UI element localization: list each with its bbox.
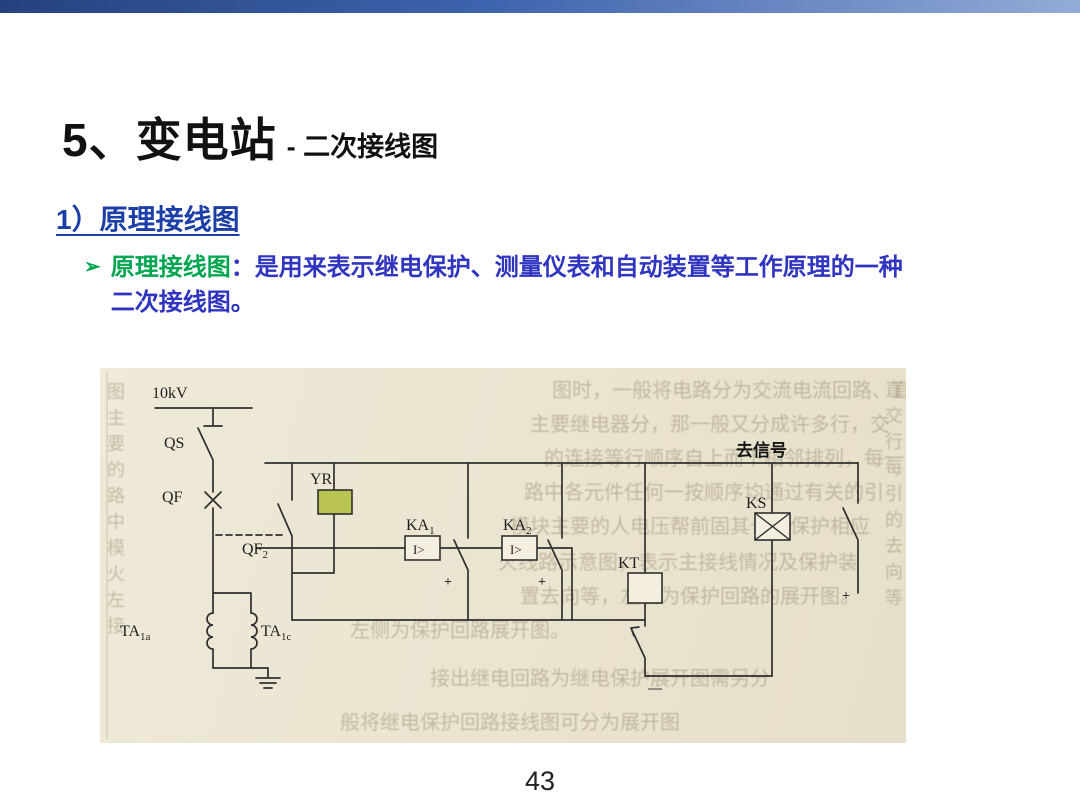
circuit-diagram: 10kV QS QF QF2 YR KA1 KA2 I> I> KT KS TA… <box>106 372 859 739</box>
qf-breaker-symbol <box>204 485 222 614</box>
ghost-text-line: 图时，一般将电路分为交流电流回路、直 <box>552 380 906 402</box>
bullet-term: 原理接线图 <box>110 254 231 281</box>
qf2-aux-contact <box>277 462 293 621</box>
plus-mark-ka1: + <box>444 575 452 590</box>
ct-ta1c-coil <box>250 612 258 669</box>
ta1c-label: TA1c <box>261 623 292 643</box>
title-main: 5、变电站 <box>62 114 277 166</box>
scanned-circuit-figure: 图时，一般将电路分为交流电流回路、直 主要继电器分，那一般又分成许多行，交 的连… <box>100 368 906 743</box>
signal-contact <box>842 462 859 594</box>
title-subtitle: - 二次接线图 <box>286 132 439 162</box>
yr-label: YR <box>310 471 333 488</box>
ghost-text-line: 般将继电保护回路接线图可分为展开图 <box>340 712 680 734</box>
top-accent-bar <box>0 0 1080 13</box>
kt-label: KT <box>618 555 640 572</box>
ks-box <box>754 512 791 541</box>
ta1a-label: TA1a <box>120 623 151 643</box>
ka1-label: KA1 <box>406 517 435 537</box>
ghost-text-line: 主要继电器分，那一般又分成许多行，交 <box>530 414 890 436</box>
page-number: 43 <box>524 766 556 796</box>
ghost-text-line: 火线路示意图，表示主接线情况及保护装 <box>498 552 858 574</box>
ka1-overcurrent-symbol: I> <box>413 542 425 557</box>
voltage-label: 10kV <box>152 385 188 402</box>
ks-label: KS <box>746 495 766 512</box>
bullet-text: 原理接线图：是用来表示继电保护、测量仪表和自动装置等工作原理的一种二次接线图。 <box>111 250 908 320</box>
ka2-box <box>501 535 538 561</box>
yr-coil-box <box>317 489 353 515</box>
circuit-wires <box>154 407 859 689</box>
kt-box <box>627 572 663 604</box>
section-heading: 1）原理接线图 <box>56 204 240 235</box>
ghost-text-line: 路中各元件任何一按顺序均通过有关的引 <box>524 482 884 504</box>
ka1-contact <box>453 462 469 621</box>
qf2-label: QF2 <box>242 541 268 561</box>
ks-cross-icon <box>754 512 791 541</box>
bullet-arrow-icon: ➢ <box>84 256 101 278</box>
qs-disconnector-symbol <box>197 407 223 487</box>
ghost-text-column-left: 图主要的路中模火左接 <box>105 382 125 642</box>
bullet-item: ➢ 原理接线图：是用来表示继电保护、测量仪表和自动装置等工作原理的一种二次接线图… <box>84 250 908 320</box>
ghost-text-line: 置去向等，左右为保护回路的展开图。 <box>520 586 860 608</box>
plus-mark-ka2: + <box>538 575 546 590</box>
kt-branch-delay-contact <box>630 462 646 677</box>
plus-mark-signal: + <box>842 589 850 604</box>
minus-mark-kt: — <box>647 681 663 696</box>
ka2-label: KA2 <box>503 517 532 537</box>
ka2-contact <box>547 462 563 621</box>
ghost-text-line: 左侧为保护回路展开图。 <box>350 620 570 642</box>
ct-branch-wire <box>212 592 252 614</box>
ka1-box <box>404 535 441 561</box>
yr-branch-wire <box>291 462 335 574</box>
ghost-text-column-right: 直交行每引的去向等 <box>883 380 903 614</box>
to-signal-label: 去信号 <box>736 440 787 460</box>
slide-title: 5、变电站 - 二次接线图 <box>62 104 438 170</box>
bullet-description: ：是用来表示继电保护、测量仪表和自动装置等工作原理的一种二次接线图。 <box>110 254 903 316</box>
ct-secondary-wires <box>256 547 573 621</box>
ghost-text-line: 接出继电回路为继电保护展开图需另分 <box>430 668 770 690</box>
ct-ta1a-coil <box>206 612 214 669</box>
qs-label: QS <box>164 435 184 452</box>
ka2-overcurrent-symbol: I> <box>510 542 522 557</box>
ghost-text-line: 的连接等行顺序自上而下相邻排列，每一 <box>544 448 904 470</box>
qf-label: QF <box>162 489 183 506</box>
ground-symbol <box>212 667 281 689</box>
